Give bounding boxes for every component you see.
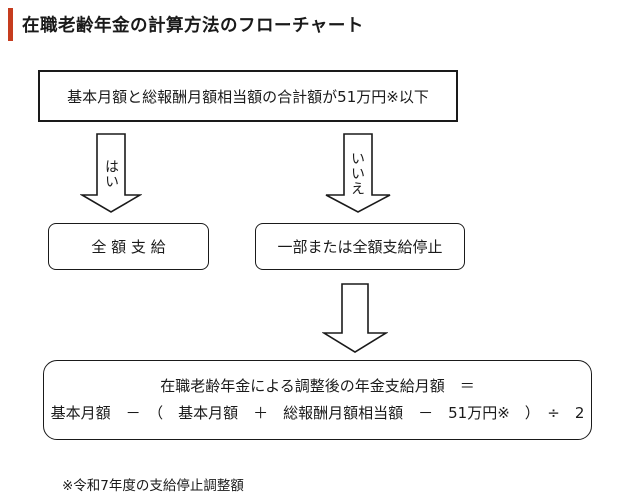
footnote: ※令和7年度の支給停止調整額 bbox=[62, 478, 244, 494]
no-result-box: 一部または全額支給停止 bbox=[255, 223, 465, 270]
yes-result-text: 全 額 支 給 bbox=[91, 238, 166, 256]
yes-arrow-label: はい bbox=[103, 159, 119, 189]
formula-box: 在職老齢年金による調整後の年金支給月額 ＝ 基本月額 － （ 基本月額 ＋ 総報… bbox=[43, 360, 592, 440]
yes-result-box: 全 額 支 給 bbox=[48, 223, 209, 270]
result-down-arrow-icon bbox=[322, 283, 388, 353]
page-title: 在職老齢年金の計算方法のフローチャート bbox=[22, 16, 364, 36]
no-arrow-label: いいえ bbox=[349, 150, 365, 196]
title-accent-bar bbox=[8, 8, 13, 41]
no-result-text: 一部または全額支給停止 bbox=[277, 238, 443, 256]
formula-line1: 在職老齢年金による調整後の年金支給月額 ＝ bbox=[160, 377, 475, 395]
no-down-arrow-icon bbox=[325, 133, 391, 213]
condition-box: 基本月額と総報酬月額相当額の合計額が51万円※以下 bbox=[38, 70, 458, 122]
condition-box-text: 基本月額と総報酬月額相当額の合計額が51万円※以下 bbox=[67, 87, 429, 106]
page-title-row: 在職老齢年金の計算方法のフローチャート bbox=[8, 8, 364, 41]
formula-line2: 基本月額 － （ 基本月額 ＋ 総報酬月額相当額 － 51万円※ ） ÷ 2 bbox=[50, 404, 585, 422]
yes-down-arrow-icon bbox=[80, 133, 142, 213]
